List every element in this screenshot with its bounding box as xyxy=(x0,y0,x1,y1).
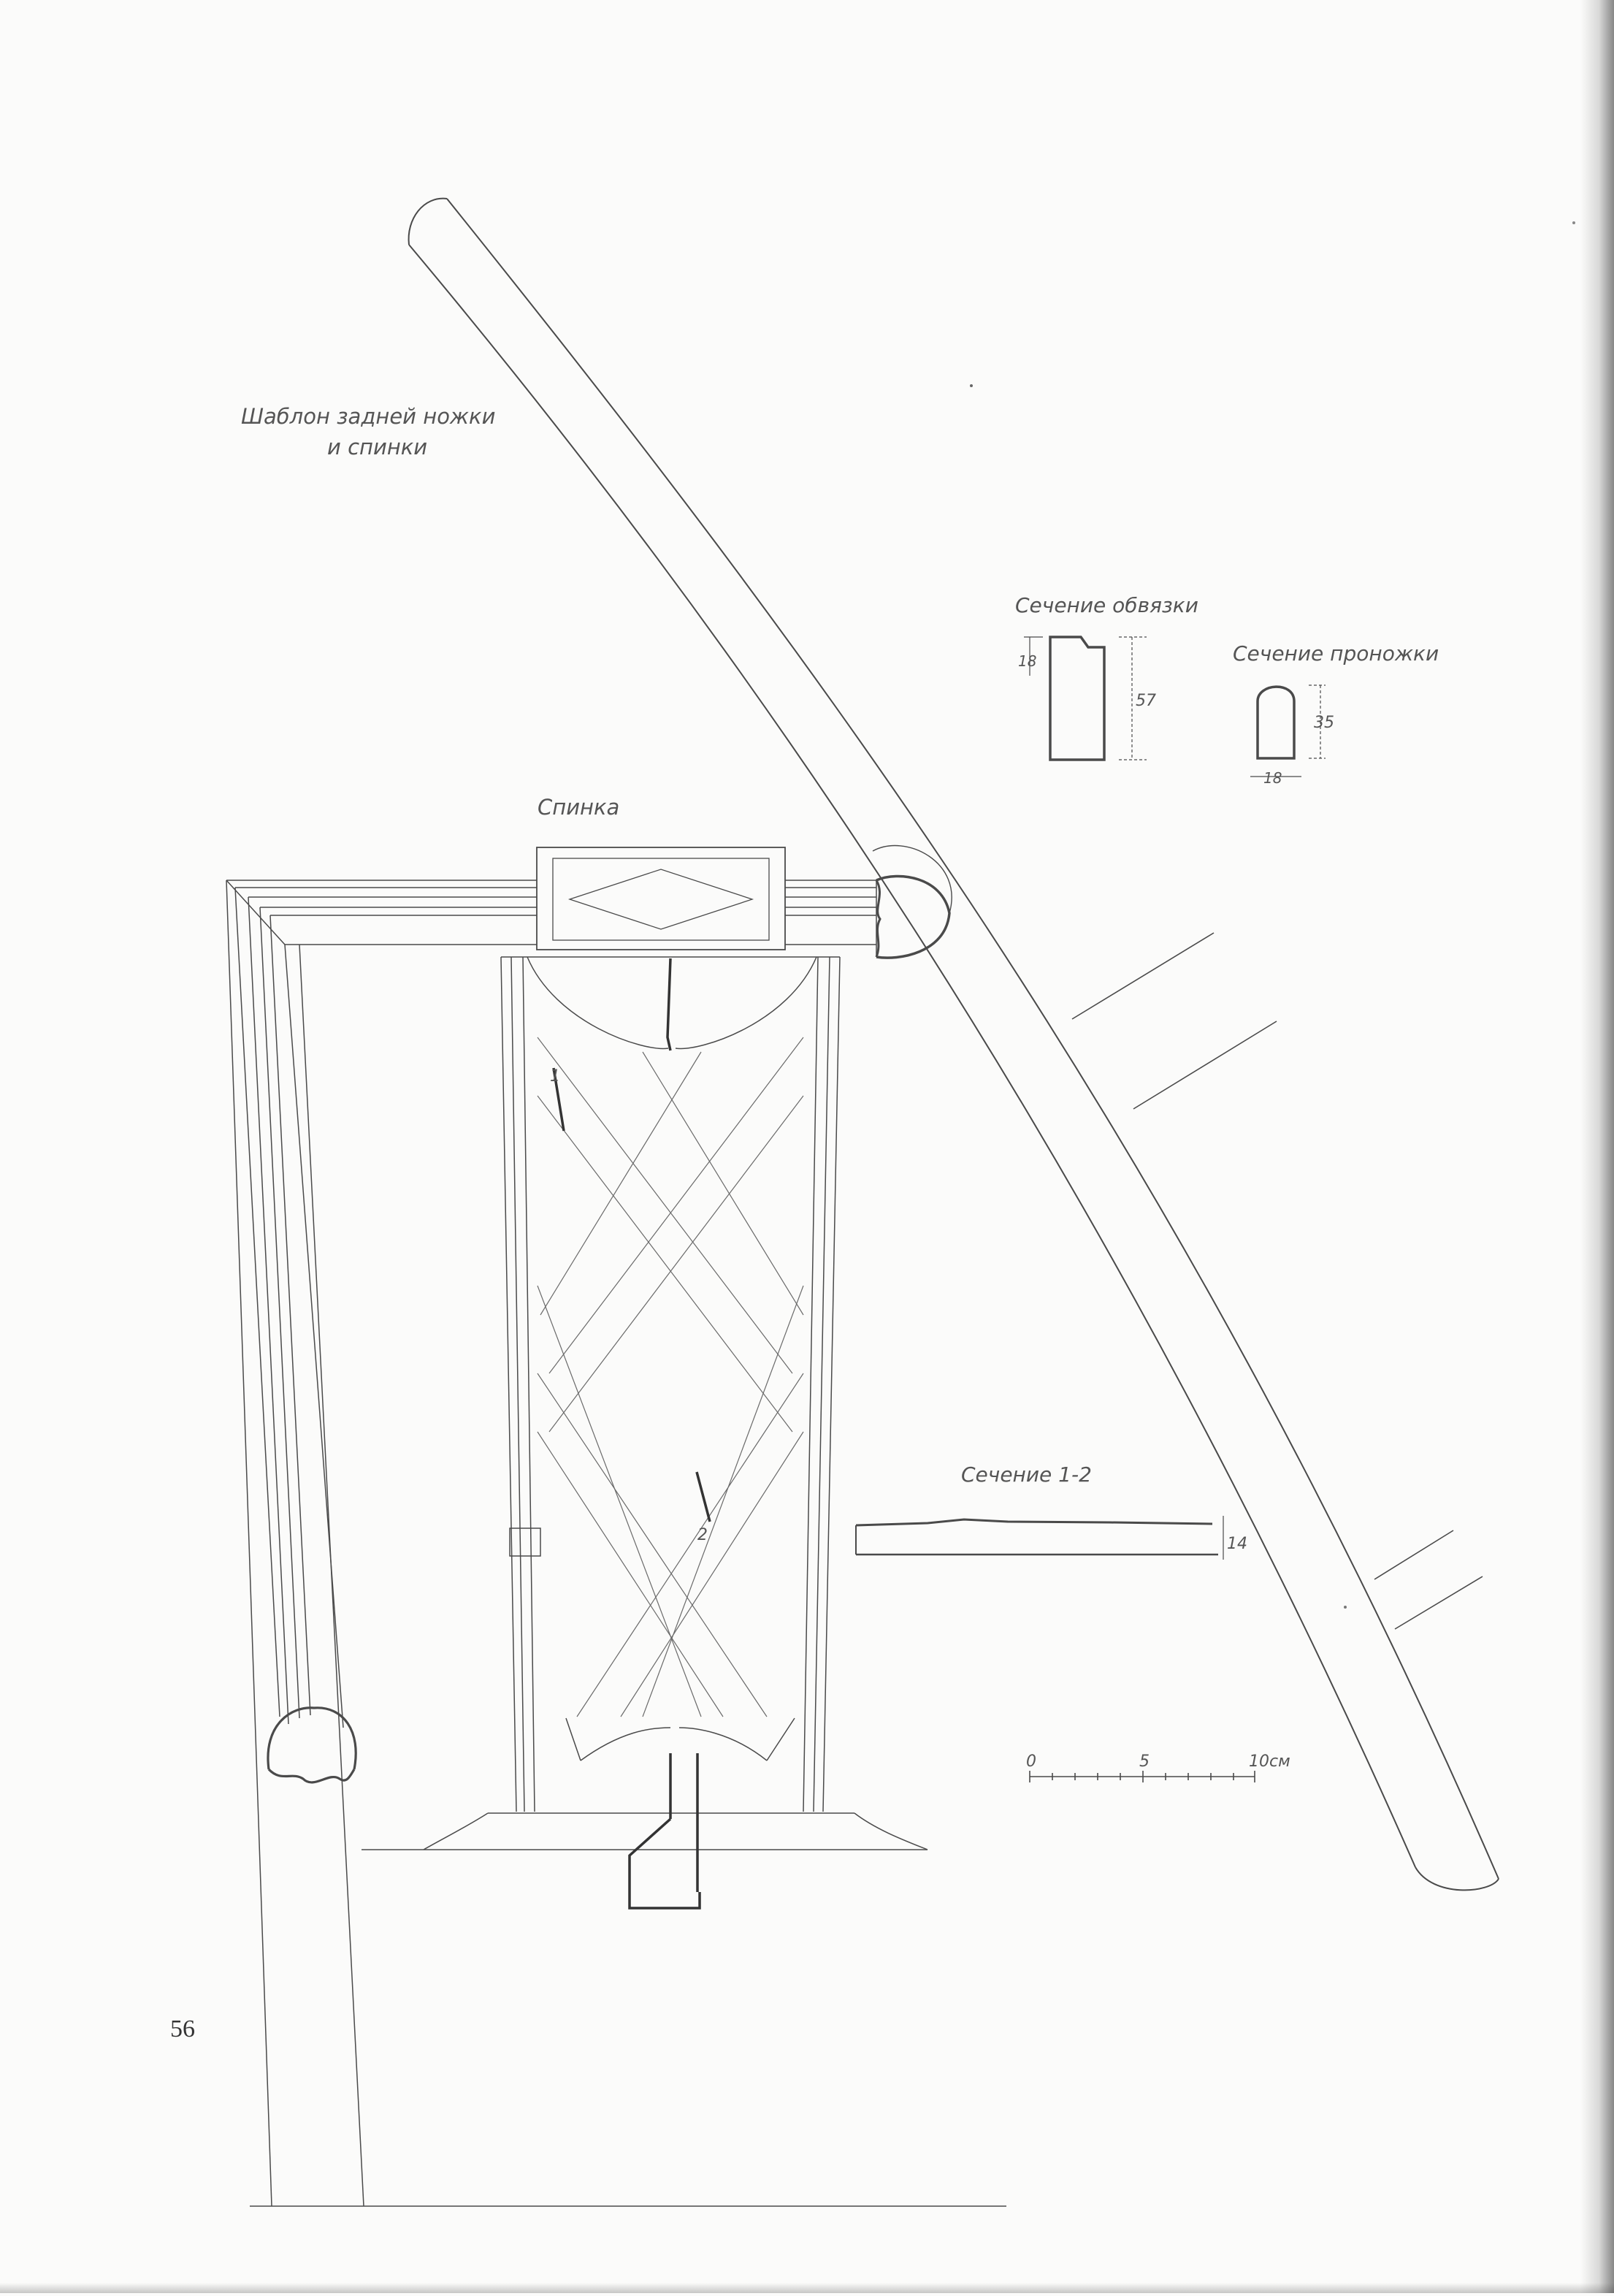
back-frame xyxy=(226,880,1006,2207)
scale-label-10: 10см xyxy=(1249,1752,1290,1771)
frame-section-profile xyxy=(1024,636,1147,761)
frame-section-dim-top: 18 xyxy=(1018,652,1036,670)
section-12-dim-thickness: 14 xyxy=(1227,1535,1247,1553)
scale-label-0: 0 xyxy=(1026,1752,1036,1771)
crest-rail xyxy=(536,847,786,950)
scale-bar xyxy=(1029,1771,1255,1782)
stretcher-section-profile xyxy=(1250,684,1326,777)
page-number: 56 xyxy=(170,2015,195,2043)
section-mark-1: 1 xyxy=(550,1067,560,1086)
frame-section-title: Сечение обвязки xyxy=(1015,593,1198,617)
frame-section-dim-height: 57 xyxy=(1136,692,1156,710)
section-mark-2: 2 xyxy=(697,1526,708,1544)
page-edge-shadow xyxy=(1580,0,1614,2293)
template-caption-line1: Шаблон задней ножки xyxy=(241,404,495,429)
stretcher-section-dim-width: 18 xyxy=(1263,769,1282,787)
section-12-title: Сечение 1-2 xyxy=(961,1462,1092,1487)
section-12-profile xyxy=(855,1516,1224,1560)
stretcher-section-title: Сечение проножки xyxy=(1233,641,1439,665)
back-label: Спинка xyxy=(538,795,619,820)
stretcher-lines xyxy=(1071,932,1483,1630)
crest-end-profile xyxy=(872,844,952,959)
template-caption-line2: и спинки xyxy=(327,435,427,459)
lattice-pattern xyxy=(537,1037,804,1717)
stretcher-section-dim-height: 35 xyxy=(1314,714,1334,732)
leg-template xyxy=(408,197,1499,1891)
cut-lines xyxy=(552,958,711,1910)
scale-label-5: 5 xyxy=(1139,1752,1150,1771)
page-bottom-shadow xyxy=(0,2283,1614,2293)
post-section-profile xyxy=(267,1706,357,1784)
